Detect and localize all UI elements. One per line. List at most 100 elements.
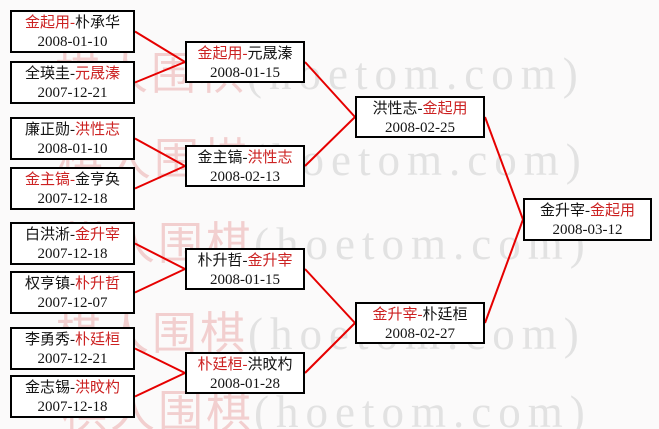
dash-separator: - xyxy=(242,46,248,62)
player2-name: 洪性志 xyxy=(75,122,121,138)
dash-separator: - xyxy=(242,357,248,373)
player2-name: 金升宰 xyxy=(247,253,293,269)
player2-name: 朴升哲 xyxy=(75,276,121,292)
match-date: 2007-12-18 xyxy=(37,191,108,207)
player2-name: 朴廷桓 xyxy=(75,332,121,348)
player2-name: 朴廷桓 xyxy=(422,307,468,323)
player2-name: 元晟溱 xyxy=(247,46,293,62)
connector-line xyxy=(304,322,356,374)
match-date: 2008-02-27 xyxy=(385,326,455,342)
player1-name: 廉正勋 xyxy=(24,122,70,138)
connector-line xyxy=(304,116,356,167)
match-date: 2008-02-25 xyxy=(385,120,455,136)
matchup-line: 朴升哲-金升宰 xyxy=(187,252,303,271)
connector-line xyxy=(134,30,186,63)
matchup-line: 李勇秀-朴廷桓 xyxy=(12,331,133,350)
connector-line xyxy=(304,268,356,324)
dash-separator: - xyxy=(70,15,75,31)
connector-line xyxy=(134,268,186,294)
matchup-line: 洪性志-金起用 xyxy=(357,100,483,119)
matchup-line: 金志锡-洪旼杓 xyxy=(12,379,133,398)
dash-separator: - xyxy=(242,253,248,269)
connector-line xyxy=(484,116,524,220)
dash-separator: - xyxy=(70,227,75,243)
connector-line xyxy=(134,61,186,84)
match-date: 2007-12-21 xyxy=(37,351,108,367)
match-date: 2007-12-07 xyxy=(37,295,108,311)
match-date: 2008-02-13 xyxy=(210,169,280,185)
matchup-line: 金升宰-金起用 xyxy=(525,202,650,221)
player2-name: 金亨奂 xyxy=(75,172,121,188)
dash-separator: - xyxy=(242,150,248,166)
matchup-line: 权亨镇-朴升哲 xyxy=(12,275,133,294)
player1-name: 金主镐 xyxy=(197,150,243,166)
dash-separator: - xyxy=(585,203,590,219)
dash-separator: - xyxy=(70,380,75,396)
match-box-round2-1: 金起用-元晟溱 2008-01-15 xyxy=(185,41,305,83)
matchup-line: 金主镐-洪性志 xyxy=(187,149,303,168)
connector-line xyxy=(134,137,186,167)
watermark-row: 棋人围棋(hoetom.com) xyxy=(56,312,586,357)
matchup-line: 金升宰-朴廷桓 xyxy=(357,306,483,325)
dash-separator: - xyxy=(417,101,423,117)
player2-name: 金起用 xyxy=(422,101,468,117)
dash-separator: - xyxy=(70,276,75,292)
player2-name: 元晟溱 xyxy=(75,66,121,82)
match-date: 2008-01-15 xyxy=(210,65,280,81)
matchup-line: 金起用-朴承华 xyxy=(12,14,133,33)
player2-name: 洪性志 xyxy=(247,150,293,166)
player1-name: 金志锡 xyxy=(24,380,70,396)
match-date: 2007-12-21 xyxy=(37,85,108,101)
connector-line xyxy=(134,372,186,398)
match-date: 2008-01-15 xyxy=(210,272,280,288)
player1-name: 白洪淅 xyxy=(24,227,70,243)
player1-name: 金升宰 xyxy=(539,203,585,219)
connector-line xyxy=(304,61,356,118)
connector-line xyxy=(484,219,524,324)
watermark-latin-text: (hoetom.com) xyxy=(254,387,592,429)
matchup-line: 全瑛圭-元晟溱 xyxy=(12,65,133,84)
connector-line xyxy=(134,347,186,374)
player2-name: 金升宰 xyxy=(75,227,121,243)
player1-name: 李勇秀 xyxy=(24,332,70,348)
match-date: 2008-03-12 xyxy=(552,222,623,238)
connector-line xyxy=(134,165,186,190)
match-date: 2008-01-10 xyxy=(37,141,108,157)
dash-separator: - xyxy=(417,307,423,323)
player1-name: 金升宰 xyxy=(372,307,418,323)
player2-name: 洪旼杓 xyxy=(247,357,293,373)
matchup-line: 白洪淅-金升宰 xyxy=(12,226,133,245)
match-date: 2008-01-10 xyxy=(37,34,108,50)
match-date: 2007-12-18 xyxy=(37,399,108,415)
dash-separator: - xyxy=(70,66,75,82)
player1-name: 金主镐 xyxy=(24,172,70,188)
player1-name: 金起用 xyxy=(24,15,70,31)
player1-name: 全瑛圭 xyxy=(24,66,70,82)
player1-name: 权亨镇 xyxy=(24,276,70,292)
match-date: 2008-01-28 xyxy=(210,376,280,392)
player2-name: 金起用 xyxy=(590,203,636,219)
matchup-line: 朴廷桓-洪旼杓 xyxy=(187,356,303,375)
player1-name: 金起用 xyxy=(197,46,243,62)
connector-line xyxy=(134,242,186,270)
matchup-line: 廉正勋-洪性志 xyxy=(12,121,133,140)
match-date: 2007-12-18 xyxy=(37,246,108,262)
dash-separator: - xyxy=(70,122,75,138)
player2-name: 洪旼杓 xyxy=(75,380,121,396)
